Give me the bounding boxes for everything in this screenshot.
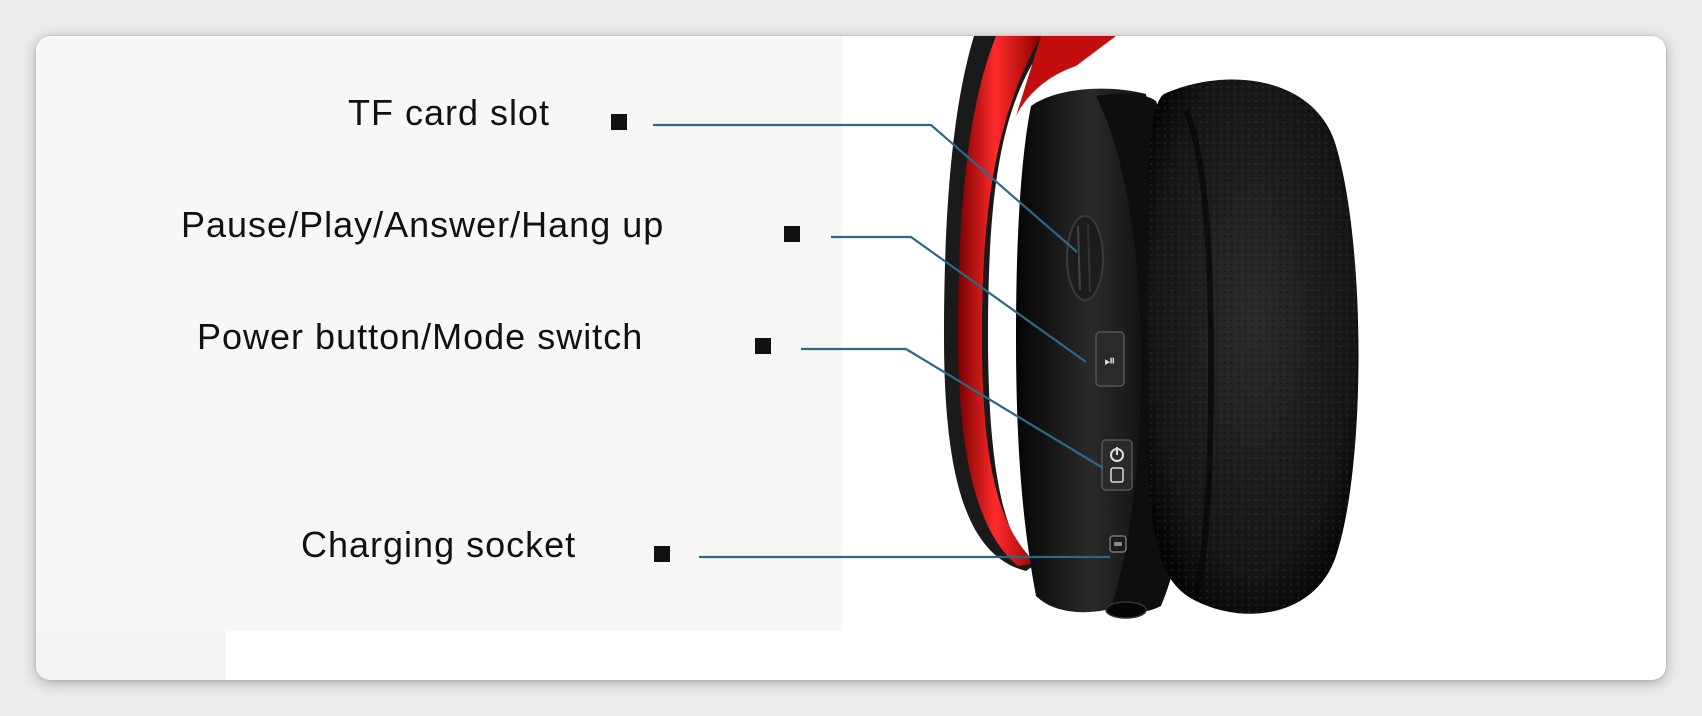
callout-bullet [611,114,627,130]
bottom-strip [36,631,226,680]
callout-bullet [784,226,800,242]
svg-text:⏯: ⏯ [1104,353,1115,369]
product-card: ⏯ TF card slot Pause/Play/Answer/Hang up… [36,36,1666,680]
tf-card-slot [1066,215,1104,301]
callout-bullet [755,338,771,354]
callout-label-power-mode: Power button/Mode switch [197,316,644,357]
callout-bullet [654,546,670,562]
callout-label-pause-play: Pause/Play/Answer/Hang up [181,204,665,245]
callout-label-charging-socket: Charging socket [301,524,577,565]
headphone-earcup-image: ⏯ [944,36,1359,619]
callout-label-tf-card-slot: TF card slot [348,92,551,133]
